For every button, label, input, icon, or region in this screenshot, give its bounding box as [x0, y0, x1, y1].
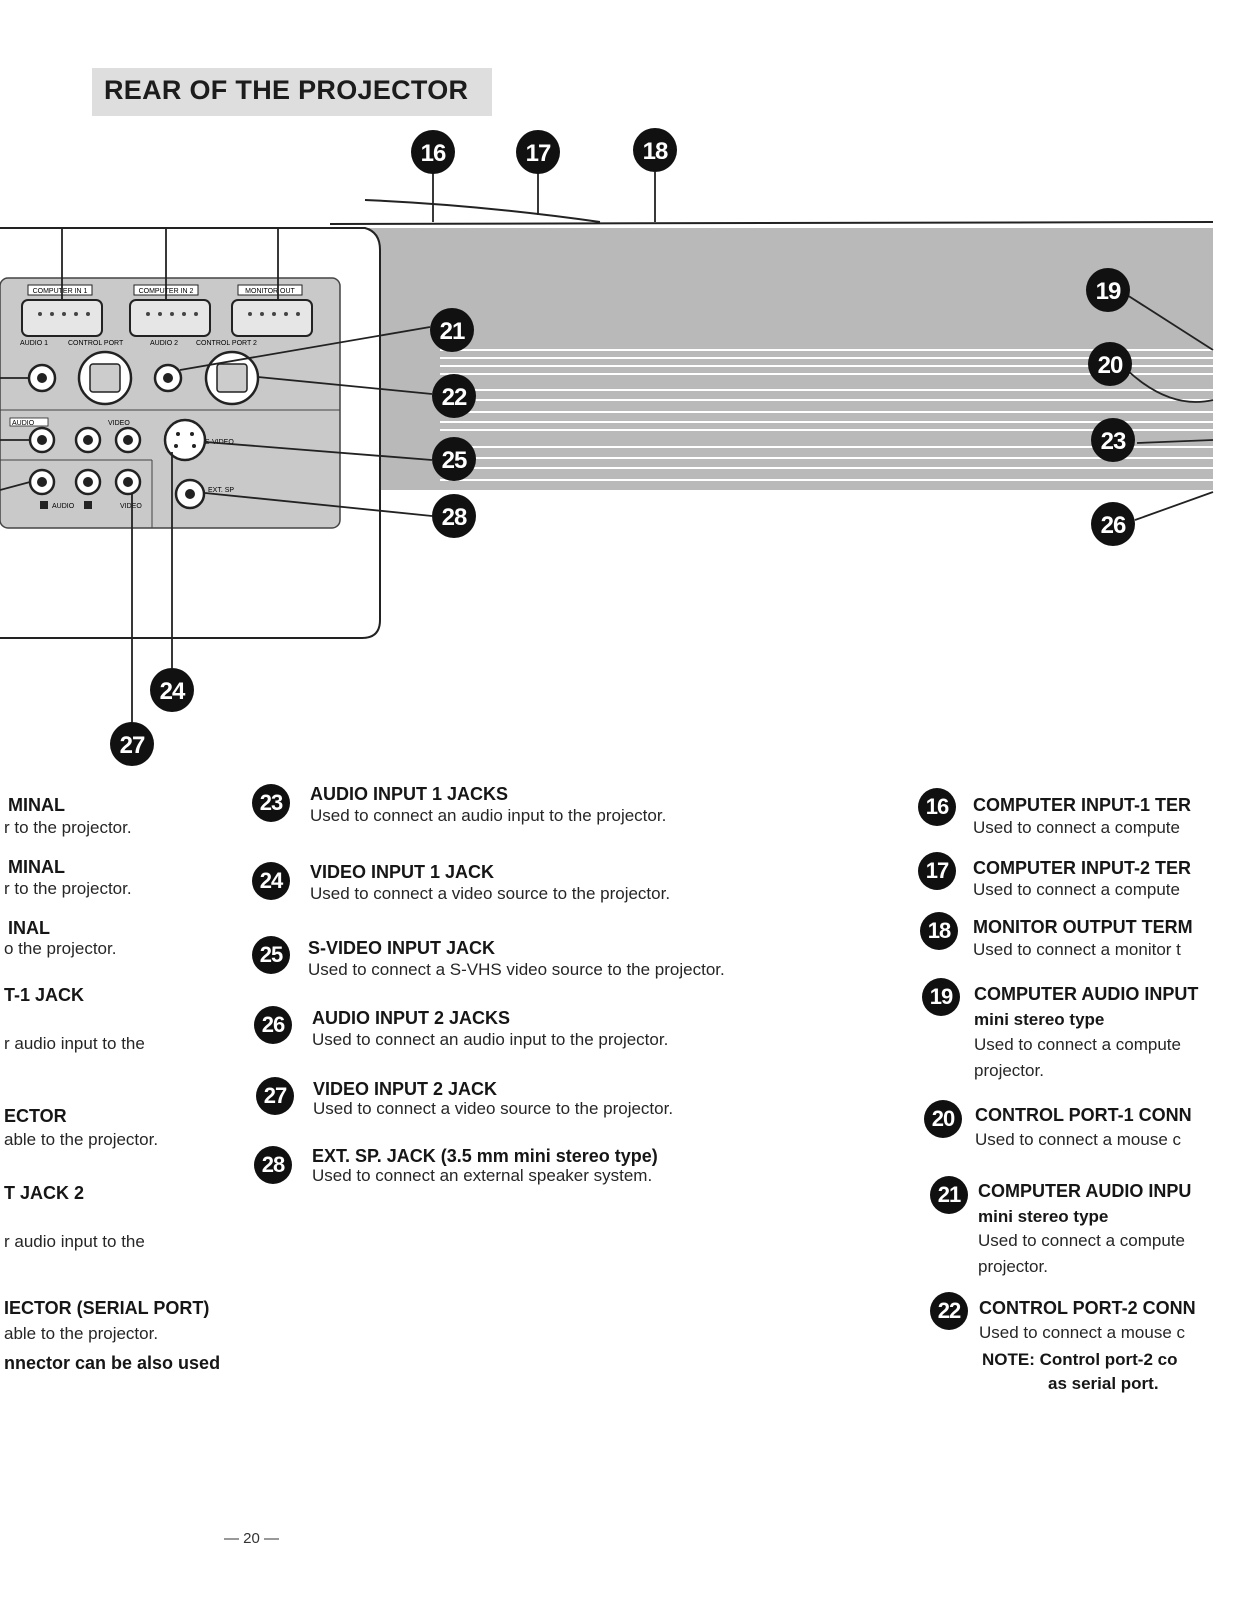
- entry-23-heading: AUDIO INPUT 1 JACKS: [310, 784, 509, 804]
- left-frag-6: o the projector.: [4, 939, 117, 958]
- callout-25: 25: [442, 447, 467, 474]
- callout-28: 28: [442, 504, 467, 531]
- badge-24: 24: [252, 862, 290, 900]
- entry-21-sub: mini stereo type: [978, 1207, 1109, 1226]
- left-frag-11: T JACK 2: [4, 1183, 85, 1203]
- page-title: REAR OF THE PROJECTOR: [104, 75, 469, 105]
- entry-23-desc: Used to connect an audio input to the pr…: [310, 806, 667, 825]
- entry-28-desc: Used to connect an external speaker syst…: [312, 1166, 653, 1185]
- entry-17-heading: COMPUTER INPUT-2 TER: [973, 858, 1192, 878]
- entry-18-desc: Used to connect a monitor t: [973, 940, 1181, 959]
- left-frag-14: able to the projector.: [4, 1324, 159, 1343]
- entry-24-desc: Used to connect a video source to the pr…: [310, 884, 671, 903]
- callout-21: 21: [440, 318, 465, 345]
- left-frag-2: r to the projector.: [4, 818, 132, 837]
- entry-26-desc: Used to connect an audio input to the pr…: [312, 1030, 669, 1049]
- entry-19-desc2: projector.: [974, 1061, 1044, 1080]
- callout-27: 27: [120, 732, 145, 759]
- entry-26-heading: AUDIO INPUT 2 JACKS: [312, 1008, 511, 1028]
- label-computer-in-1: COMPUTER IN 1: [33, 288, 88, 295]
- label-audio2: AUDIO 2: [150, 340, 178, 347]
- badge-23: 23: [252, 784, 290, 822]
- callout-19: 19: [1096, 278, 1121, 305]
- entry-22-note: NOTE: Control port-2 co: [982, 1350, 1178, 1369]
- entry-21-desc2: projector.: [978, 1257, 1048, 1276]
- callout-24: 24: [160, 678, 186, 705]
- entry-19-desc: Used to connect a compute: [974, 1035, 1181, 1054]
- label-audio-row2: AUDIO: [52, 503, 75, 510]
- callout-18: 18: [643, 138, 668, 165]
- label-video-row: VIDEO: [108, 420, 130, 427]
- callout-17: 17: [526, 140, 551, 167]
- left-frag-12: r audio input to the: [4, 1232, 145, 1251]
- entry-17-desc: Used to connect a compute: [973, 880, 1180, 899]
- badge-28: 28: [254, 1146, 292, 1184]
- badge-18: 18: [920, 912, 958, 950]
- left-frag-4: r to the projector.: [4, 879, 132, 898]
- label-ext-sp: EXT. SP: [208, 487, 234, 494]
- callout-23: 23: [1101, 428, 1126, 455]
- entry-20-heading: CONTROL PORT-1 CONN: [975, 1105, 1192, 1125]
- entry-18-heading: MONITOR OUTPUT TERM: [973, 917, 1193, 937]
- title-background: [92, 68, 492, 116]
- entry-16-heading: COMPUTER INPUT-1 TER: [973, 795, 1192, 815]
- left-frag-9: ECTOR: [4, 1106, 67, 1126]
- entry-22-note2: as serial port.: [1048, 1374, 1159, 1393]
- entry-25-heading: S-VIDEO INPUT JACK: [308, 938, 496, 958]
- left-frag-5: INAL: [8, 918, 50, 938]
- entry-19-heading: COMPUTER AUDIO INPUT: [974, 984, 1199, 1004]
- label-audio1: AUDIO 1: [20, 340, 48, 347]
- entry-21-desc: Used to connect a compute: [978, 1231, 1185, 1250]
- badge-20: 20: [924, 1100, 962, 1138]
- entry-24-heading: VIDEO INPUT 1 JACK: [310, 862, 495, 882]
- badge-17: 17: [918, 852, 956, 890]
- entry-22-desc: Used to connect a mouse c: [979, 1323, 1186, 1342]
- left-frag-10: able to the projector.: [4, 1130, 159, 1149]
- badge-26: 26: [254, 1006, 292, 1044]
- entry-21-heading: COMPUTER AUDIO INPU: [978, 1181, 1192, 1201]
- badge-16: 16: [918, 788, 956, 826]
- callout-markers: [110, 128, 1135, 766]
- badge-21: 21: [930, 1176, 968, 1214]
- rear-panel-diagram: COMPUTER IN 1 COMPUTER IN 2 MONITOR OUT …: [0, 128, 1214, 766]
- entry-22-heading: CONTROL PORT-2 CONN: [979, 1298, 1196, 1318]
- entry-27-heading: VIDEO INPUT 2 JACK: [313, 1079, 498, 1099]
- label-control-port2: CONTROL PORT 2: [196, 340, 257, 347]
- label-audio-row: AUDIO: [12, 420, 35, 427]
- callout-22: 22: [442, 384, 467, 411]
- entry-28-heading: EXT. SP. JACK (3.5 mm mini stereo type): [312, 1146, 658, 1166]
- left-frag-7: T-1 JACK: [4, 985, 85, 1005]
- badge-27: 27: [256, 1077, 294, 1115]
- left-frag-15: nnector can be also used: [4, 1353, 221, 1373]
- badge-19: 19: [922, 978, 960, 1016]
- badge-25: 25: [252, 936, 290, 974]
- entry-19-sub: mini stereo type: [974, 1010, 1105, 1029]
- label-control-port: CONTROL PORT: [68, 340, 124, 347]
- callout-16: 16: [421, 140, 446, 167]
- left-frag-1: MINAL: [8, 795, 65, 815]
- left-frag-3: MINAL: [8, 857, 65, 877]
- page-number: — 20 —: [224, 1530, 280, 1547]
- entry-25-desc: Used to connect a S-VHS video source to …: [308, 960, 725, 979]
- left-frag-8: r audio input to the: [4, 1034, 145, 1053]
- badge-22: 22: [930, 1292, 968, 1330]
- label-monitor-out: MONITOR OUT: [245, 288, 295, 295]
- entry-16-desc: Used to connect a compute: [973, 818, 1180, 837]
- callout-26: 26: [1101, 512, 1126, 539]
- left-frag-13: IECTOR (SERIAL PORT): [4, 1298, 210, 1318]
- entry-20-desc: Used to connect a mouse c: [975, 1130, 1182, 1149]
- entry-27-desc: Used to connect a video source to the pr…: [313, 1099, 674, 1118]
- callout-20: 20: [1098, 352, 1123, 379]
